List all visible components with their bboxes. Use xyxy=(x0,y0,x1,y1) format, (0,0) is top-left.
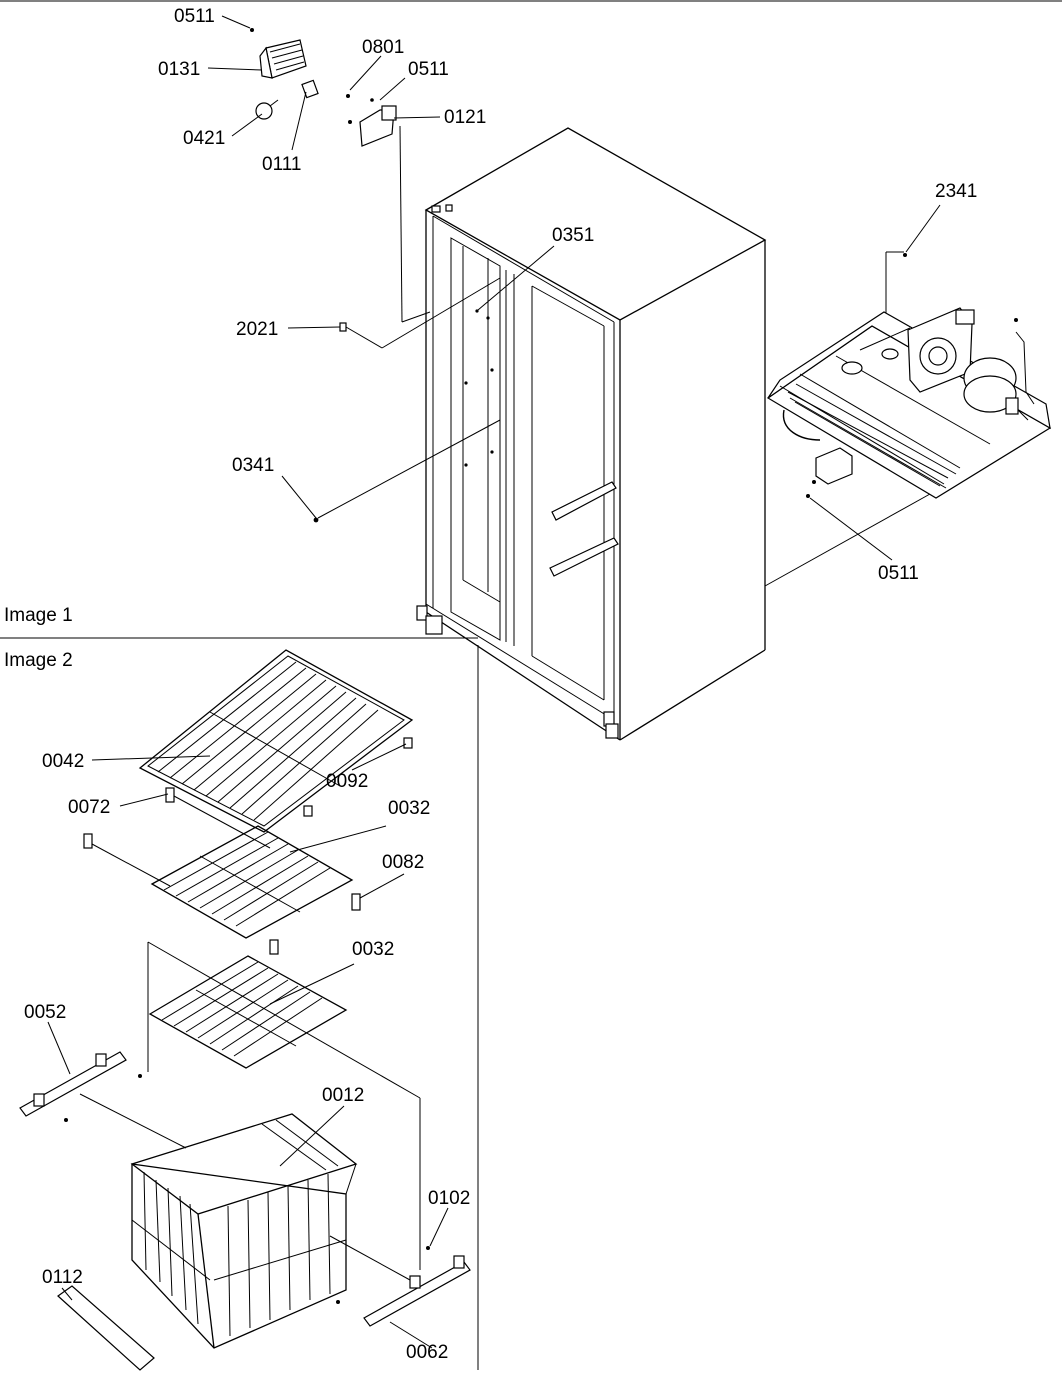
callout-0131: 0131 xyxy=(158,59,200,80)
basket-handle xyxy=(57,1285,155,1371)
callout-2341: 2341 xyxy=(935,181,977,202)
callout-0511-right: 0511 xyxy=(878,563,919,584)
middle-wire-shelf xyxy=(83,787,361,955)
leader-lines-image1 xyxy=(207,15,941,587)
lower-wire-shelf xyxy=(148,955,348,1069)
section-label-image2: Image 2 xyxy=(4,650,73,671)
callout-0012: 0012 xyxy=(322,1085,364,1106)
machine-compartment-assembly xyxy=(766,307,1052,499)
callout-0351: 0351 xyxy=(552,225,594,246)
callout-0421: 0421 xyxy=(183,128,225,149)
slide-rails xyxy=(19,1051,471,1327)
callout-0801: 0801 xyxy=(362,37,404,58)
leader-lines-image2 xyxy=(47,743,449,1349)
callout-0092: 0092 xyxy=(326,771,368,792)
callout-0062: 0062 xyxy=(406,1342,448,1363)
callout-2021: 2021 xyxy=(236,319,278,340)
callout-0082: 0082 xyxy=(382,852,424,873)
callout-0042: 0042 xyxy=(42,751,84,772)
callout-0511: 0511 xyxy=(408,59,449,80)
callout-0112: 0112 xyxy=(42,1267,83,1288)
freezer-basket xyxy=(130,1113,358,1349)
callout-0102: 0102 xyxy=(428,1188,470,1209)
callout-0511-top: 0511 xyxy=(174,6,215,27)
fasteners-image1 xyxy=(313,253,1018,523)
callout-0032-lower: 0032 xyxy=(352,939,394,960)
section-label-image1: Image 1 xyxy=(4,605,73,626)
light-housing-assembly xyxy=(250,28,431,323)
callout-0111: 0111 xyxy=(262,154,301,175)
callout-0052: 0052 xyxy=(24,1002,66,1023)
callout-0072: 0072 xyxy=(68,797,110,818)
cabinet xyxy=(416,127,767,741)
callout-0121: 0121 xyxy=(444,107,486,128)
top-wire-shelf xyxy=(138,649,414,833)
callout-0032-upper: 0032 xyxy=(388,798,430,819)
callout-0341: 0341 xyxy=(232,455,274,476)
